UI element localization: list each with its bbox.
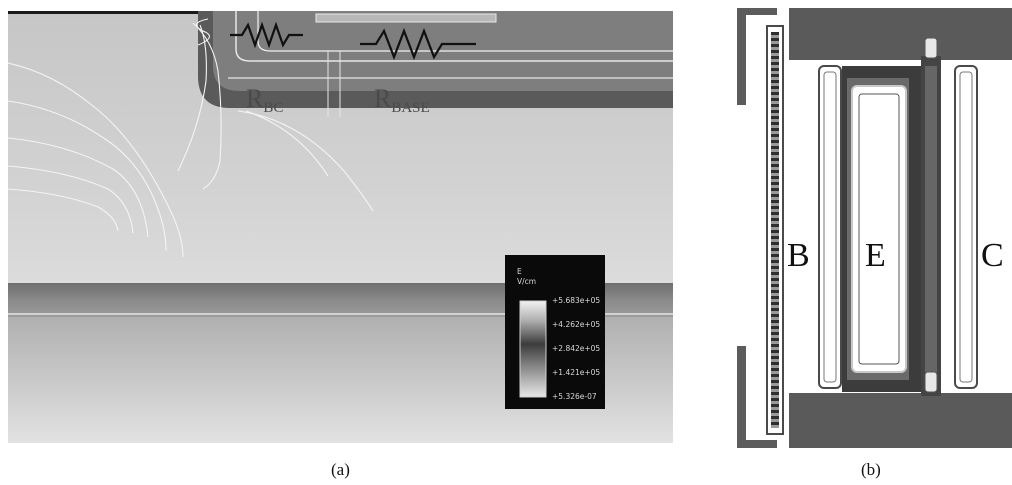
contour-line [8, 165, 134, 234]
legend-color-scale [519, 300, 547, 398]
left-bracket-bottom [737, 346, 777, 448]
contact-outline-1 [235, 11, 673, 62]
legend-tick: +5.326e-07 [552, 392, 597, 401]
label-r-base: RBASE [374, 84, 430, 116]
field-legend: E V/cm +5.683e+05 +4.262e+05 +2.842e+05 … [505, 255, 605, 409]
base-finger-right [954, 65, 978, 389]
field-simulation-svg: RBC RBASE E V/cm +5.683e+05 +4.262e+05 +… [8, 11, 673, 443]
contour-line [8, 62, 184, 258]
contact-outline-2 [257, 11, 673, 52]
terminal-label-e: E [865, 237, 886, 274]
contour-line [196, 18, 210, 46]
legend-tick: +2.842e+05 [552, 344, 600, 353]
bottom-metal-bar [789, 393, 1012, 448]
emitter-stripe [851, 85, 907, 373]
resistor-rbc-symbol [230, 21, 303, 49]
field-contours [8, 18, 374, 258]
terminal-label-c: C [981, 237, 1004, 274]
contact-pad [315, 13, 497, 23]
panel-a-field-simulation: RBC RBASE E V/cm +5.683e+05 +4.262e+05 +… [8, 11, 673, 443]
base-finger-right-inner [959, 71, 973, 383]
label-e-bg [863, 234, 891, 272]
contour-line [177, 24, 207, 172]
base-contact-comb [771, 32, 779, 428]
contour-line [237, 110, 374, 212]
via-bottom [924, 371, 938, 393]
caption-b: (b) [861, 460, 881, 479]
legend-title: E [517, 267, 522, 276]
resistor-rbase-symbol [360, 27, 476, 61]
contour-line [8, 100, 167, 252]
contour-line [245, 110, 329, 177]
via-top [924, 37, 938, 59]
legend-tick: +4.262e+05 [552, 320, 600, 329]
contour-line [8, 137, 149, 238]
legend-tick: +1.421e+05 [552, 368, 600, 377]
top-metal-bar [789, 8, 1012, 60]
legend-unit: V/cm [517, 277, 536, 286]
contour-line [192, 22, 222, 190]
left-bracket-top [737, 8, 777, 105]
contour-line [8, 188, 119, 232]
emitter-stripe-inner [858, 93, 900, 365]
panel-b-device-layout: B E C [737, 8, 1012, 448]
label-r-bc: RBC [246, 84, 283, 116]
base-finger-left-inner [823, 71, 837, 383]
terminal-label-b: B [787, 237, 810, 274]
collector-stripe [925, 66, 937, 386]
device-layout-svg: B E C [737, 8, 1012, 448]
label-b-bg [785, 234, 813, 272]
base-finger-left [818, 65, 842, 389]
caption-a: (a) [331, 460, 350, 479]
legend-tick: +5.683e+05 [552, 296, 600, 305]
